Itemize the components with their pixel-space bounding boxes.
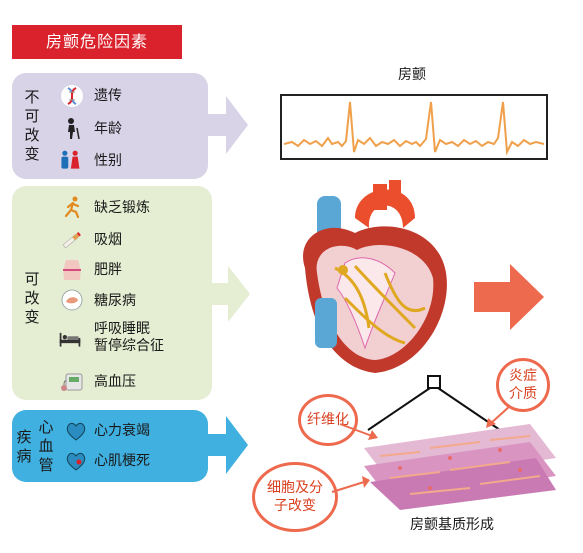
fibrosis-label: 纤维化 [307,412,349,428]
cardiovascular-label: 心血管 [38,418,54,474]
cigarette-icon [62,232,81,249]
modifiable-label: 可改变 [24,270,40,326]
non-modifiable-label: 不可改变 [24,88,40,163]
green-arrow-icon [212,266,250,322]
sleeping-bed-icon [59,332,81,347]
dna-icon [61,85,83,107]
risk-item-label: 缺乏锻炼 [94,200,150,216]
page-title: 房颤危险因素 [12,25,182,59]
inflammation-label: 炎症介质 [509,368,537,402]
cardiac-tissue-illustration [364,424,556,510]
heart-infarction-icon [66,452,86,471]
fibrosis-pointer [339,423,378,440]
risk-item-label: 心肌梗死 [94,453,150,469]
male-female-icon [61,150,80,169]
inflammation-pointer [486,405,511,428]
orange-arrow-icon [474,264,544,330]
purple-arrow-icon [208,96,248,154]
risk-item-label: 心力衰竭 [94,423,150,439]
pancreas-icon [61,289,83,311]
zoom-connector [367,375,501,431]
risk-item-label: 遗传 [94,88,122,104]
ecg-strip [280,94,548,160]
risk-item-label: 呼吸睡眠 暂停综合征 [94,321,164,354]
ecg-title: 房颤 [398,67,426,83]
remodeling-caption: 房颤基质形成 [410,517,494,533]
risk-item-label: 性别 [94,153,122,169]
inflammation-bubble: 炎症介质 [496,358,550,412]
disease-label: 疾病 [16,428,32,465]
risk-item-label: 年龄 [94,121,122,137]
risk-item-label: 肥胖 [94,262,122,278]
disease-panel [12,410,208,482]
risk-item-label: 糖尿病 [94,293,136,309]
elderly-person-icon [68,118,80,140]
blue-arrow-icon [208,416,248,474]
heart-illustration [303,180,447,373]
non-modifiable-panel [12,73,208,179]
heart-failure-icon [66,422,86,441]
cell-molecular-label: 细胞及分子改变 [267,480,323,514]
body-waist-icon [63,260,81,280]
blood-pressure-monitor-icon [61,373,83,391]
running-person-icon [64,196,80,219]
fibrosis-bubble: 纤维化 [298,394,358,446]
modifiable-panel [12,186,212,400]
cell-pointer [331,476,370,493]
risk-item-label: 吸烟 [94,232,122,248]
risk-item-label: 高血压 [94,374,136,390]
cell-molecular-bubble: 细胞及分子改变 [252,462,338,532]
